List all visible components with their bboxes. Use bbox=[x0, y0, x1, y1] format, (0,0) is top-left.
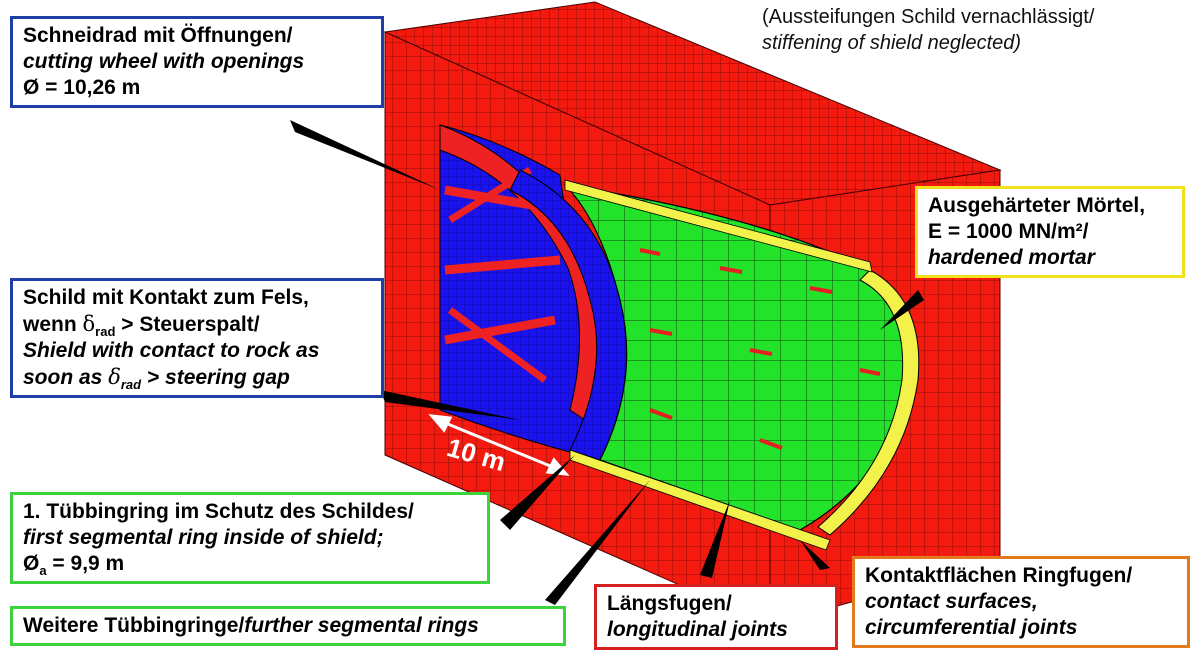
longitudinal-line-2: longitudinal joints bbox=[607, 618, 788, 641]
mortar-line-1: Ausgehärteter Mörtel, bbox=[928, 194, 1146, 217]
shield-line-2-pre: wenn bbox=[23, 313, 83, 336]
shield-line-3: Shield with contact to rock as bbox=[23, 339, 320, 362]
mortar-label: Ausgehärteter Mörtel, E = 1000 MN/m²/ ha… bbox=[915, 186, 1185, 278]
shield-line-2-post: > Steuerspalt/ bbox=[115, 313, 260, 336]
mortar-line-3: hardened mortar bbox=[928, 246, 1095, 269]
delta-symbol: δ bbox=[82, 312, 96, 336]
first-ring-line-2: first segmental ring inside of shield; bbox=[23, 526, 384, 549]
neglected-stiffening-note: (Aussteifungen Schild vernachlässigt/ st… bbox=[762, 4, 1094, 56]
cutting-wheel-line-3: Ø = 10,26 m bbox=[23, 76, 141, 99]
diameter-symbol: Ø bbox=[23, 552, 40, 575]
first-ring-line-3-post: = 9,9 m bbox=[46, 552, 125, 575]
mortar-bottom-strip bbox=[569, 449, 831, 551]
note-line-2: stiffening of shield neglected) bbox=[762, 32, 1022, 54]
first-ring-line-1: 1. Tübbingring im Schutz des Schildes/ bbox=[23, 500, 414, 523]
shield-line-4: soon as δrad > steering gap bbox=[23, 364, 371, 391]
delta-symbol-2: δ bbox=[108, 365, 121, 389]
mortar-line-2: E = 1000 MN/m²/ bbox=[928, 220, 1089, 243]
leader-lines bbox=[290, 120, 924, 605]
cutting-wheel-label: Schneidrad mit Öffnungen/ cutting wheel … bbox=[10, 16, 384, 108]
circumferential-joints-label: Kontaktflächen Ringfugen/ contact surfac… bbox=[852, 556, 1190, 648]
longitudinal-joints-label: Längsfugen/ longitudinal joints bbox=[594, 584, 838, 650]
mortar-ring bbox=[817, 269, 920, 536]
longitudinal-joint-marks bbox=[639, 248, 881, 450]
a-subscript: a bbox=[39, 563, 47, 579]
rad-subscript: rad bbox=[95, 324, 116, 340]
shield-line-4-pre: soon as bbox=[23, 366, 109, 389]
first-ring-label: 1. Tübbingring im Schutz des Schildes/ f… bbox=[10, 492, 490, 584]
shield-line-1: Schild mit Kontakt zum Fels, bbox=[23, 286, 309, 309]
shield-line-2: wenn δrad > Steuerspalt/ bbox=[23, 311, 371, 338]
circumferential-line-3: circumferential joints bbox=[865, 616, 1078, 639]
circumferential-line-2: contact surfaces, bbox=[865, 590, 1038, 613]
mortar-top-strip bbox=[564, 179, 873, 273]
shield-label: Schild mit Kontakt zum Fels, wenn δrad >… bbox=[10, 278, 384, 398]
further-rings-plain: Weitere Tübbingringe/ bbox=[23, 614, 245, 637]
note-line-1: (Aussteifungen Schild vernachlässigt/ bbox=[762, 6, 1095, 28]
first-ring-line-3: Øa = 9,9 m bbox=[23, 551, 477, 577]
circumferential-line-1: Kontaktflächen Ringfugen/ bbox=[865, 564, 1133, 587]
longitudinal-line-1: Längsfugen/ bbox=[607, 592, 732, 615]
rad-subscript-2: rad bbox=[120, 377, 142, 393]
cutting-wheel-line-2: cutting wheel with openings bbox=[23, 50, 305, 73]
further-rings-label: Weitere Tübbingringe/further segmental r… bbox=[10, 606, 566, 646]
cutting-wheel-line-1: Schneidrad mit Öffnungen/ bbox=[23, 24, 293, 47]
further-rings-italic: further segmental rings bbox=[244, 614, 479, 637]
shield-line-4-post: > steering gap bbox=[141, 366, 290, 389]
